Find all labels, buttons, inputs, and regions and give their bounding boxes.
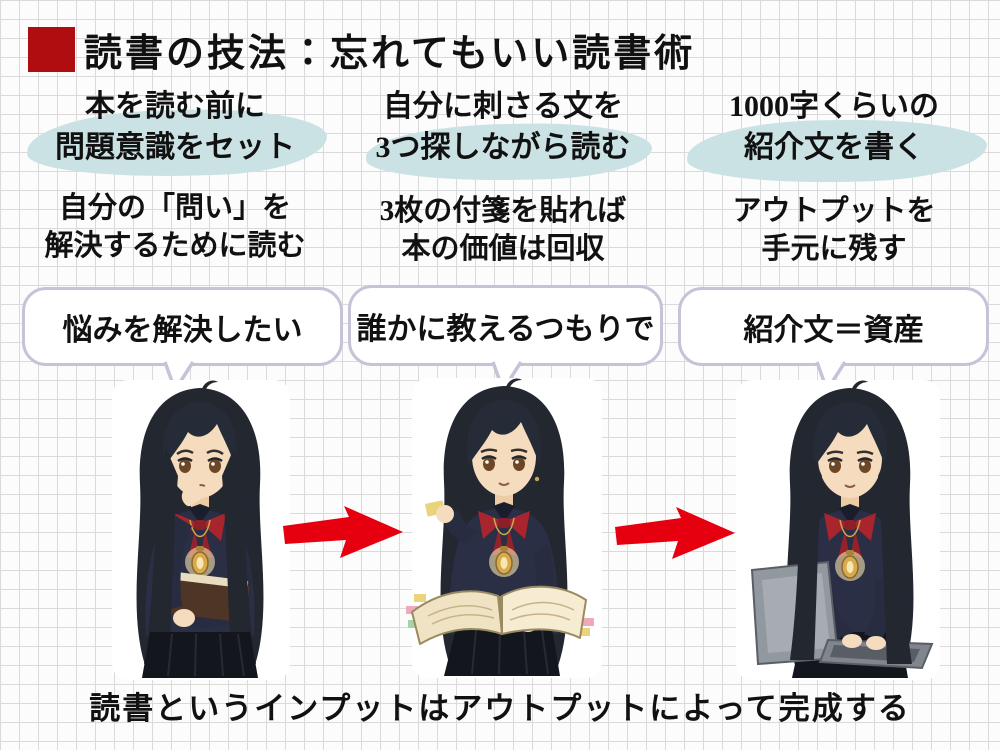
bangs xyxy=(162,402,238,468)
open-book-with-tabs-icon xyxy=(406,585,594,645)
step2-speech-bubble: 誰かに教えるつもりで xyxy=(348,285,663,392)
eyebrow xyxy=(480,448,498,454)
step1-headline: 本を読む前に 問題意識をセット xyxy=(15,86,335,181)
step3-headline: 1000字くらいの 紹介文を書く xyxy=(675,86,993,186)
eyebrow xyxy=(826,450,844,456)
step3-detail: アウトプットを 手元に残す xyxy=(675,192,993,268)
eye xyxy=(513,457,525,471)
front-hair-strand xyxy=(222,448,256,664)
ribbon-bow-icon xyxy=(824,513,849,541)
eyebrow xyxy=(206,449,224,456)
ahoge-hair-icon xyxy=(201,380,218,394)
collar xyxy=(493,502,515,522)
step1-detail-line1: 自分の「問い」を xyxy=(58,192,291,224)
necklace-chain xyxy=(493,517,515,536)
necklace-chain xyxy=(839,519,861,538)
mouth xyxy=(844,484,856,488)
eyebrow xyxy=(856,450,874,456)
step2-bubble-text: 誰かに教えるつもりで xyxy=(356,312,655,346)
eyebrow xyxy=(510,448,528,454)
hand xyxy=(842,634,862,648)
step3-bubble-text: 紹介文＝資産 xyxy=(743,313,924,347)
step3-detail-line2: 手元に残す xyxy=(761,233,907,265)
eye xyxy=(483,457,495,471)
arrow-right-icon xyxy=(283,506,403,558)
step2-headline: 自分に刺さる文を 3つ探しながら読む xyxy=(342,86,664,183)
bangs xyxy=(466,400,542,466)
collar xyxy=(839,504,861,524)
front-hair-strand xyxy=(144,448,178,664)
step2-detail: 3枚の付箋を貼れば 本の価値は回収 xyxy=(342,192,664,268)
footer-summary-text: 読書というインプットはアウトプットによって完成する xyxy=(89,691,911,726)
page-title: 読書の技法：忘れてもいい読書術 xyxy=(84,33,696,75)
step1-detail-line2: 解決するために読む xyxy=(44,230,306,262)
ahoge-hair-icon xyxy=(505,378,522,392)
eye xyxy=(829,459,841,473)
step1-headline-line2: 問題意識をセット xyxy=(55,131,295,164)
step1-headline-line1: 本を読む前に xyxy=(85,90,265,123)
step3-headline-line2: 紹介文を書く xyxy=(744,131,924,164)
title-row: 読書の技法：忘れてもいい読書術 xyxy=(28,22,695,77)
eye xyxy=(209,459,221,473)
collar xyxy=(189,504,211,524)
hand xyxy=(173,609,195,627)
front-hair-strand xyxy=(790,448,822,660)
illustration-woman-thinking-with-book xyxy=(112,380,290,680)
eye xyxy=(859,459,871,473)
arrow-right-icon xyxy=(615,507,735,559)
eye xyxy=(179,459,191,473)
front-hair-strand xyxy=(878,448,912,664)
hand xyxy=(436,505,454,523)
ribbon-bow-icon xyxy=(478,511,503,539)
title-bullet-square-icon xyxy=(28,27,75,72)
earring-icon xyxy=(534,476,540,482)
step3-headline-line1: 1000字くらいの xyxy=(729,90,939,123)
step3-speech-bubble: 紹介文＝資産 xyxy=(678,287,989,392)
eyebrow xyxy=(176,449,194,456)
step2-detail-line2: 本の価値は回収 xyxy=(401,233,605,265)
step2-headline-line1: 自分に刺さる文を xyxy=(383,90,623,123)
hand-on-chin xyxy=(181,477,203,507)
bangs xyxy=(812,402,888,468)
step1-speech-bubble: 悩みを解決したい xyxy=(22,287,343,392)
step2-detail-line1: 3枚の付箋を貼れば xyxy=(379,195,627,227)
step2-headline-line2: 3つ探しながら読む xyxy=(375,131,631,164)
mouth xyxy=(498,482,510,486)
step1-bubble-text: 悩みを解決したい xyxy=(62,313,303,347)
hand xyxy=(866,636,886,650)
ahoge-hair-icon xyxy=(851,380,868,394)
necklace-chain xyxy=(189,519,211,538)
step3-detail-line1: アウトプットを xyxy=(732,195,936,227)
illustration-woman-reading-open-book xyxy=(406,378,602,678)
illustration-woman-typing-on-laptop xyxy=(736,380,940,680)
step1-detail: 自分の「問い」を 解決するために読む xyxy=(15,189,335,265)
